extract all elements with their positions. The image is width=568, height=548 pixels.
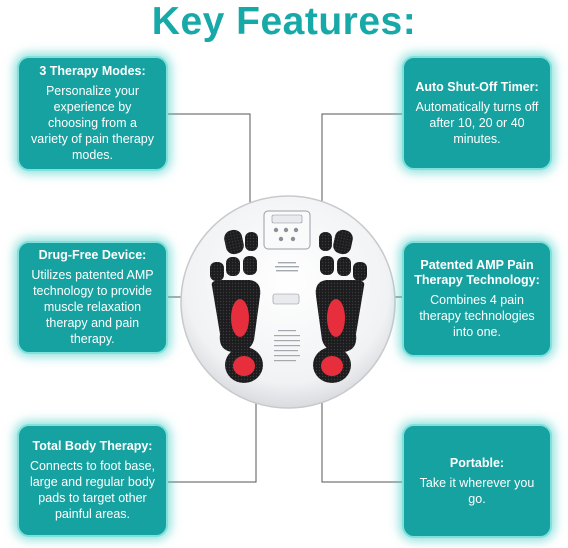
feature-card-portable: Portable: Take it wherever you go. (402, 424, 552, 538)
feature-title: 3 Therapy Modes: (39, 64, 146, 78)
right-arch-heat-pad (327, 299, 345, 337)
feature-description: Utilizes patented AMP technology to prov… (31, 268, 154, 346)
feature-description: Combines 4 pain therapy technologies int… (419, 293, 535, 339)
feature-description: Take it wherever you go. (419, 475, 535, 506)
feature-description: Automatically turns off after 10, 20 or … (415, 99, 539, 146)
connector-line-2 (321, 113, 402, 228)
connector-line-5 (168, 396, 257, 483)
feature-card-therapy-modes: 3 Therapy Modes: Personalize your experi… (17, 56, 168, 171)
control-panel (263, 210, 311, 250)
feature-title: Patented AMP Pain Therapy Technology: (414, 258, 540, 287)
feature-title: Portable: (449, 455, 505, 470)
connector-line-1 (168, 113, 251, 228)
feature-title: Total Body Therapy: (32, 439, 153, 453)
left-heel-heat-pad (233, 356, 255, 376)
feature-card-auto-shutoff: Auto Shut-Off Timer: Automatically turns… (402, 56, 552, 170)
feature-card-total-body: Total Body Therapy: Connects to foot bas… (17, 424, 168, 537)
feature-description: Connects to foot base, large and regular… (29, 459, 156, 521)
feature-card-drug-free: Drug-Free Device: Utilizes patented AMP … (17, 241, 168, 354)
brand-logo (271, 214, 303, 224)
feature-title: Drug-Free Device: (38, 248, 147, 262)
page-title: Key Features: (151, 0, 417, 43)
feature-card-amp-technology: Patented AMP Pain Therapy Technology: Co… (402, 241, 552, 357)
right-heel-heat-pad (321, 356, 343, 376)
feature-title: Auto Shut-Off Timer: (415, 79, 539, 94)
connector-line-6 (321, 396, 402, 483)
left-arch-heat-pad (231, 299, 249, 337)
feature-description: Personalize your experience by choosing … (31, 84, 154, 162)
center-label (272, 262, 300, 362)
